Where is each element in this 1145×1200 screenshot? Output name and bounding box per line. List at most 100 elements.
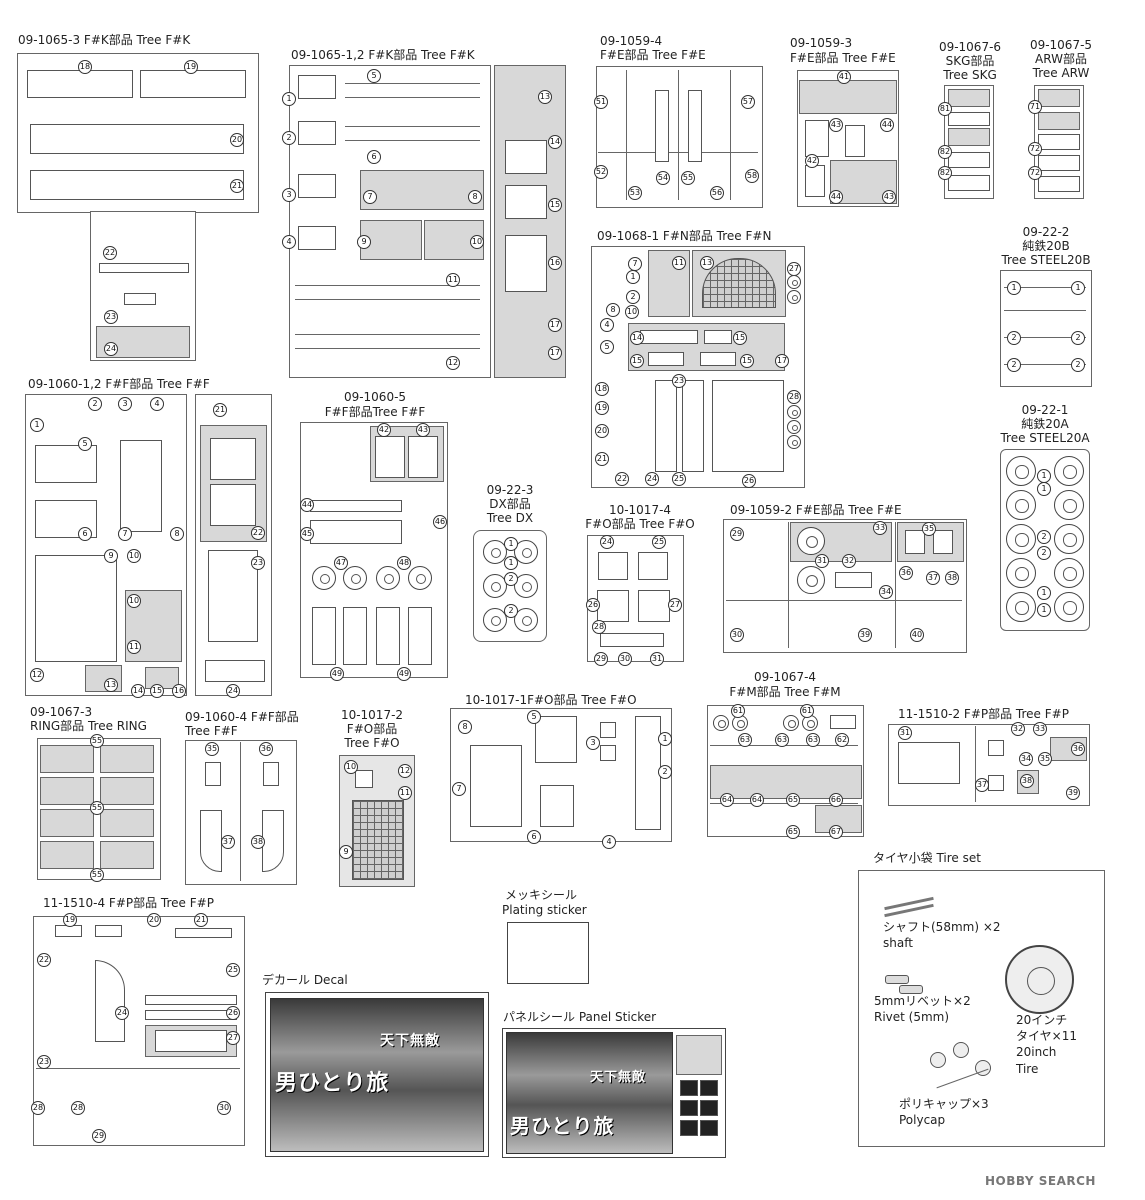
part-number: 7 (628, 257, 642, 271)
part-number: 4 (282, 235, 296, 249)
decal-image (270, 998, 484, 1152)
part-number: 15 (733, 331, 747, 345)
polycap-part (930, 1052, 946, 1068)
part-number: 11 (672, 256, 686, 270)
polycap-label: ポリキャップ×3 (899, 1097, 989, 1111)
part-number: 22 (615, 472, 629, 486)
gray-part (100, 777, 154, 805)
part-number: 13 (104, 678, 118, 692)
gauge-part (312, 566, 336, 590)
part-number: 48 (397, 556, 411, 570)
part-number: 32 (1011, 722, 1025, 736)
plating-sticker-title-ja: メッキシール (505, 888, 578, 902)
part-number: 65 (786, 825, 800, 839)
part (375, 436, 405, 478)
part-number: 39 (1066, 786, 1080, 800)
wheel-part (787, 420, 801, 434)
tree-k-large-title: 09-1065-3 F#K部品 Tree F#K (18, 33, 191, 47)
part (835, 572, 872, 588)
part-number: 15 (630, 354, 644, 368)
part-number: 1 (504, 556, 518, 570)
part-number: 4 (600, 318, 614, 332)
part-number: 29 (730, 527, 744, 541)
part-number: 47 (334, 556, 348, 570)
part-number: 8 (606, 303, 620, 317)
part (155, 1030, 227, 1052)
part-number: 21 (194, 913, 208, 927)
part-number: 1 (504, 537, 518, 551)
light-part (713, 715, 729, 731)
part-number: 19 (63, 913, 77, 927)
gauge-part (408, 566, 432, 590)
part-number: 8 (458, 720, 472, 734)
part (95, 925, 122, 937)
part (648, 352, 684, 366)
part-number: 21 (230, 179, 244, 193)
part-number: 64 (750, 793, 764, 807)
part-number: 1 (1037, 469, 1051, 483)
part-number: 51 (594, 95, 608, 109)
part-number: 27 (668, 598, 682, 612)
part-number: 12 (446, 356, 460, 370)
part-number: 57 (741, 95, 755, 109)
decal-lettering: 男ひとり旅 (275, 1070, 390, 1096)
tree-steel20b-code: 09-22-2 (1022, 225, 1070, 239)
tree-dx-name: Tree DX (486, 511, 534, 525)
part-number: 17 (775, 354, 789, 368)
part-number: 2 (1007, 331, 1021, 345)
part-number: 5 (600, 340, 614, 354)
plating-sticker-title-en: Plating sticker (502, 903, 587, 917)
part-number: 2 (504, 604, 518, 618)
part-number: 23 (104, 310, 118, 324)
plating-sticker (507, 922, 589, 984)
part-number: 24 (115, 1006, 129, 1020)
part-number: 1 (1037, 586, 1051, 600)
part (598, 552, 628, 580)
part-number: 43 (416, 423, 430, 437)
tree-o4-code: 10-1017-4 (608, 503, 672, 517)
part-number: 25 (672, 472, 686, 486)
tree-steel20b-title: 純鉄20B (1022, 239, 1070, 253)
part-number: 54 (656, 171, 670, 185)
wheel-part (1054, 524, 1084, 554)
gray-part (648, 250, 690, 317)
tree-skg-title: SKG部品 (945, 54, 995, 68)
part-number: 63 (775, 733, 789, 747)
wheel-part (787, 275, 801, 289)
part-number: 3 (282, 188, 296, 202)
part (140, 70, 246, 98)
part-number: 4 (150, 397, 164, 411)
tree-f5-code: 09-1060-5 (343, 390, 407, 404)
part-number: 37 (975, 778, 989, 792)
part-number: 1 (1007, 281, 1021, 295)
part-number: 2 (658, 765, 672, 779)
part-number: 43 (882, 190, 896, 204)
part-number: 45 (300, 527, 314, 541)
wheel-part (1006, 592, 1036, 622)
part-number: 3 (118, 397, 132, 411)
tire-label: 20インチ (1016, 1013, 1068, 1027)
part (905, 530, 925, 554)
part (99, 263, 189, 273)
tree-f4-code: 09-1060-4 F#F部品 (185, 710, 299, 724)
part (700, 1100, 718, 1116)
part-number: 2 (1037, 530, 1051, 544)
tree-skg-name: Tree SKG (943, 68, 997, 82)
part (145, 995, 237, 1005)
part-number: 2 (282, 131, 296, 145)
part (175, 928, 232, 938)
gray-part (40, 777, 94, 805)
gauge-part (376, 566, 400, 590)
part-number: 22 (251, 526, 265, 540)
gray-part (1038, 112, 1080, 130)
part-number: 20 (595, 424, 609, 438)
part (597, 590, 629, 622)
part (312, 607, 336, 665)
gray-part (710, 765, 862, 799)
part-number: 18 (78, 60, 92, 74)
part-number: 2 (1007, 358, 1021, 372)
wheel-part (1054, 456, 1084, 486)
tree-e-1059-4 (596, 66, 763, 208)
part-number: 5 (78, 437, 92, 451)
part (310, 500, 402, 512)
